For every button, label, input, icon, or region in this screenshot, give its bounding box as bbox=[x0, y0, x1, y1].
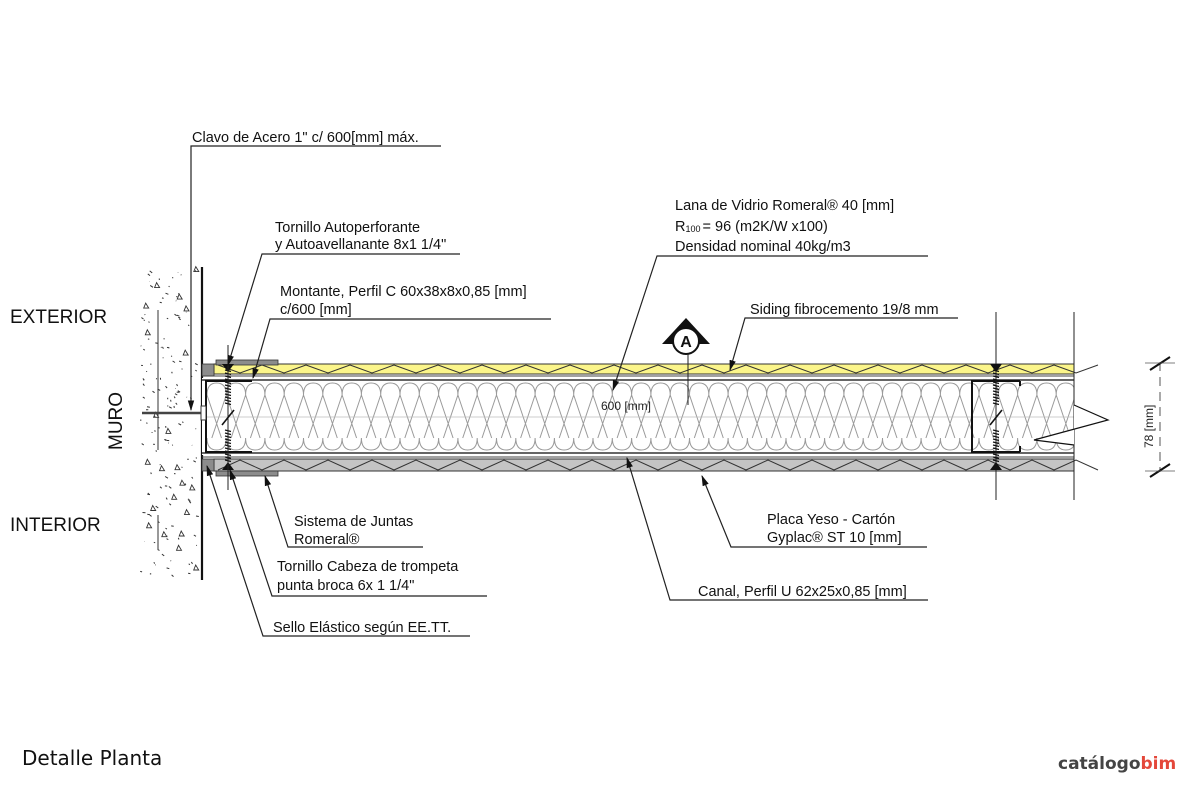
zone-exterior: EXTERIOR bbox=[10, 307, 107, 328]
sealant-top bbox=[201, 363, 215, 377]
label-montante-2: c/600 [mm] bbox=[280, 302, 352, 318]
screw-thread bbox=[992, 429, 1000, 463]
dimension-spacing: 600 [mm] bbox=[601, 399, 651, 413]
insulation-pattern bbox=[206, 382, 1074, 451]
label-clavo: Clavo de Acero 1" c/ 600[mm] máx. bbox=[192, 130, 419, 146]
insulation-zone bbox=[202, 378, 1074, 455]
label-canal: Canal, Perfil U 62x25x0,85 [mm] bbox=[698, 584, 907, 600]
leader-montante bbox=[252, 318, 551, 380]
label-montante-1: Montante, Perfil C 60x38x8x0,85 [mm] bbox=[280, 284, 527, 300]
section-marker: A bbox=[662, 318, 710, 405]
label-juntas-1: Sistema de Juntas bbox=[294, 514, 413, 530]
screw-right-bottom bbox=[990, 429, 1002, 470]
label-lana-2: R100= 96 (m2K/W x100) bbox=[675, 219, 828, 235]
leader-lana bbox=[612, 255, 928, 392]
leader-clavo bbox=[187, 145, 441, 412]
zone-interior: INTERIOR bbox=[10, 515, 101, 536]
thickness-dimension: 78 [mm] bbox=[1142, 356, 1175, 478]
screw-break-right bbox=[989, 409, 1003, 426]
label-siding: Siding fibrocemento 19/8 mm bbox=[750, 302, 939, 318]
drawing-title: Detalle Planta bbox=[22, 746, 162, 770]
label-placa-2: Gyplac® ST 10 [mm] bbox=[767, 530, 902, 546]
gypsum-zigzag bbox=[217, 459, 1099, 471]
masonry-aggregate bbox=[143, 265, 200, 571]
label-tornillo-trompeta-1: Tornillo Cabeza de trompeta bbox=[277, 559, 459, 575]
joint-strip-bottom bbox=[215, 470, 279, 477]
logo: catálogobim bbox=[1058, 754, 1176, 774]
label-lana-3: Densidad nominal 40kg/m3 bbox=[675, 239, 851, 255]
masonry-speckles bbox=[140, 270, 199, 577]
joint-strip-top bbox=[215, 359, 279, 366]
dimension-thickness: 78 [mm] bbox=[1142, 405, 1156, 448]
siding-pattern bbox=[217, 364, 1099, 374]
label-lana-1: Lana de Vidrio Romeral® 40 [mm] bbox=[675, 198, 894, 214]
label-placa-1: Placa Yeso - Cartón bbox=[767, 512, 895, 528]
screw-break-left bbox=[221, 409, 235, 426]
masonry-wall bbox=[140, 265, 200, 577]
screw-right-top bbox=[990, 364, 1002, 406]
leader-tornillo-trompeta bbox=[229, 468, 487, 597]
section-marker-label: A bbox=[680, 334, 692, 351]
screw-head bbox=[990, 462, 1002, 470]
section-marker-circle bbox=[672, 327, 700, 355]
gypsum-pattern bbox=[217, 459, 1099, 471]
insulation-loops bbox=[206, 382, 1074, 451]
label-tornillo-auto-1: Tornillo Autoperforante bbox=[275, 220, 420, 236]
siding-zigzag bbox=[217, 364, 1099, 374]
label-tornillo-auto-2: y Autoavellanante 8x1 1/4" bbox=[275, 237, 446, 253]
leader-siding bbox=[729, 317, 958, 372]
label-sello: Sello Elástico según EE.TT. bbox=[273, 620, 451, 636]
screw-head bbox=[990, 364, 1002, 372]
label-juntas-2: Romeral® bbox=[294, 532, 360, 548]
leader-tornillo-auto bbox=[227, 253, 460, 367]
label-tornillo-trompeta-2: punta broca 6x 1 1/4" bbox=[277, 578, 414, 594]
break-symbol bbox=[1033, 404, 1110, 446]
leader-canal bbox=[626, 456, 928, 601]
steel-nail-head bbox=[200, 405, 207, 421]
leader-sello bbox=[206, 464, 470, 637]
zone-muro: MURO bbox=[106, 392, 127, 450]
leader-placa bbox=[701, 475, 927, 548]
leader-juntas bbox=[264, 474, 423, 548]
